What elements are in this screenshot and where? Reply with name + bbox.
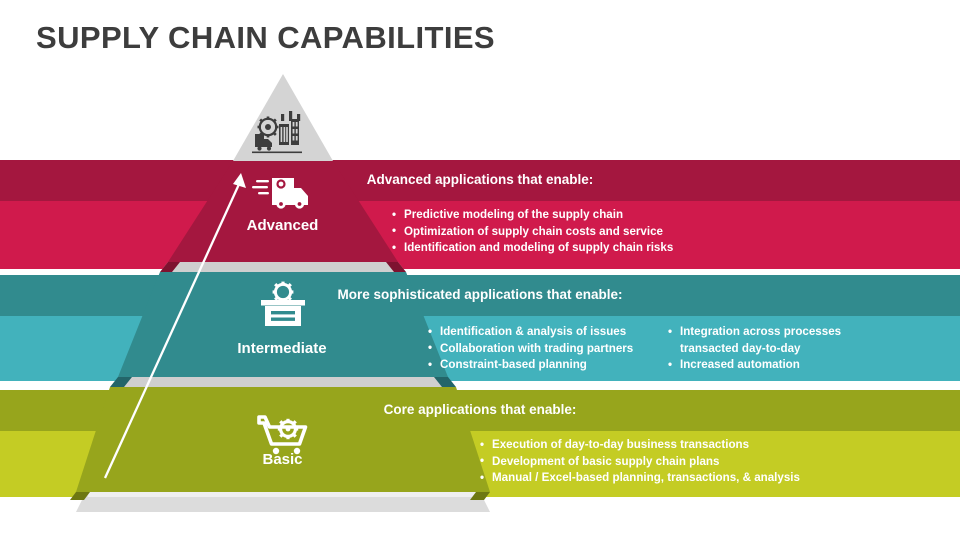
list-item: Constraint-based planning — [428, 357, 633, 374]
intermediate-heading: More sophisticated applications that ena… — [337, 287, 623, 302]
tier-label-advanced: Advanced — [246, 217, 319, 234]
list-item: Identification and modeling of supply ch… — [392, 240, 673, 257]
list-item: Execution of day-to-day business transac… — [480, 437, 800, 454]
list-item: Increased automation — [668, 357, 841, 374]
intermediate-bullet-list-left: Identification & analysis of issues Coll… — [428, 324, 633, 374]
factory-industry-icon — [252, 111, 302, 154]
list-item: Integration across processes — [668, 324, 841, 341]
list-item: Manual / Excel-based planning, transacti… — [480, 470, 800, 487]
page-title: SUPPLY CHAIN CAPABILITIES — [36, 20, 496, 55]
list-item: Development of basic supply chain plans — [480, 453, 800, 471]
basic-heading: Core applications that enable: — [383, 402, 577, 417]
pyramid-apex — [233, 74, 333, 161]
advanced-heading: Advanced applications that enable: — [366, 172, 594, 187]
intermediate-bullet-list-right: Integration across processes transacted … — [668, 324, 841, 374]
list-item: Predictive modeling of the supply chain — [392, 207, 673, 224]
tier-label-intermediate: Intermediate — [237, 340, 327, 357]
list-item: Identification & analysis of issues — [428, 324, 633, 341]
advanced-bullet-list: Predictive modeling of the supply chain … — [392, 207, 673, 257]
list-item: Optimization of supply chain costs and s… — [392, 223, 673, 241]
list-item-continuation: transacted day-to-day — [680, 341, 801, 355]
tier-label-basic: Basic — [262, 451, 303, 468]
list-item: Collaboration with trading partners — [428, 340, 633, 358]
basic-bullet-list: Execution of day-to-day business transac… — [480, 437, 800, 487]
